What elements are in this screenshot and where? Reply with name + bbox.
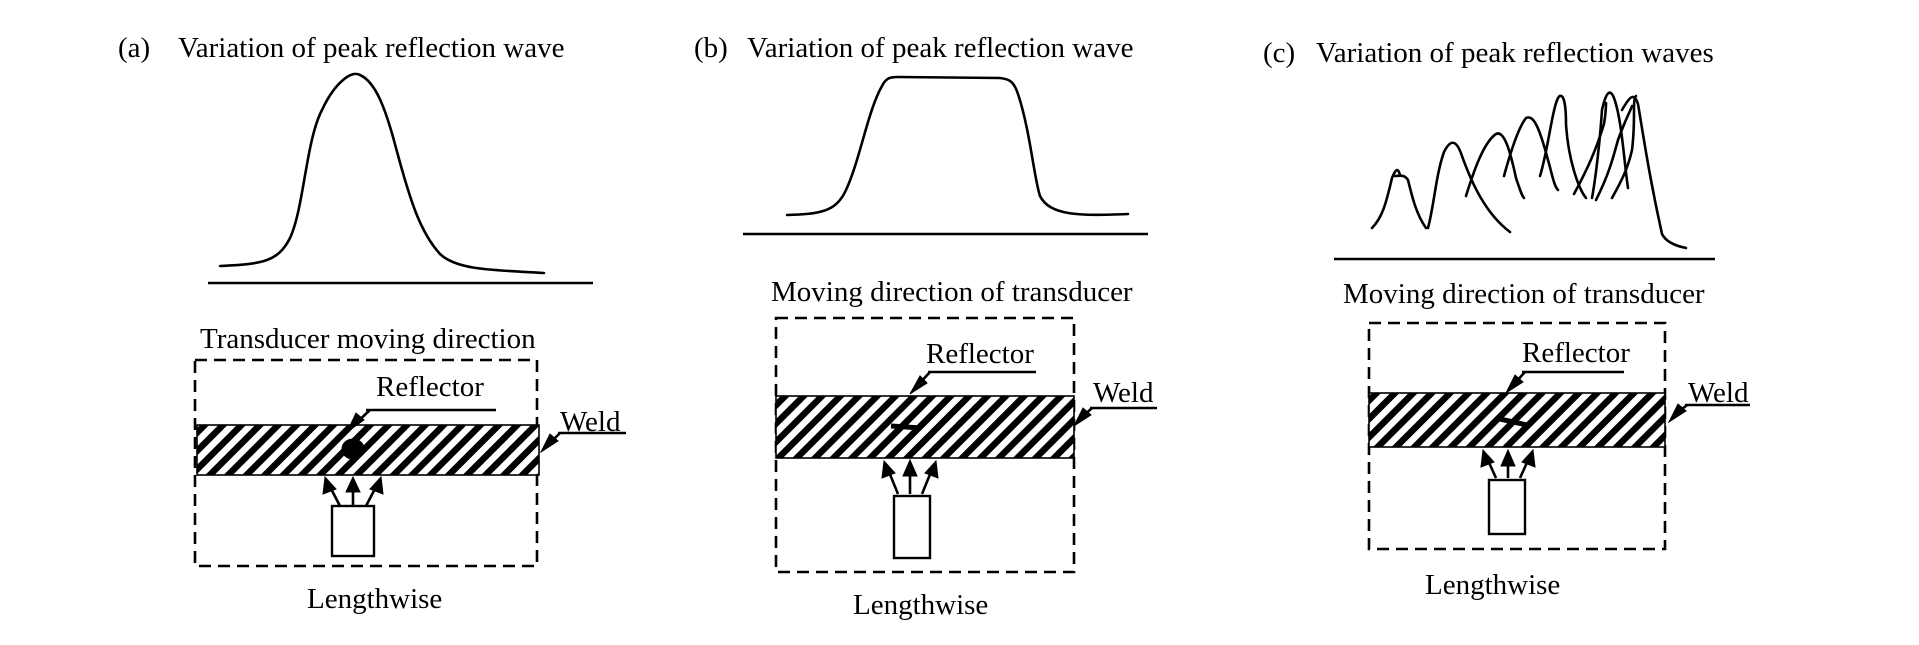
panel-b: (b) Variation of peak reflection wave Mo…	[694, 32, 1157, 621]
panel-c-direction-label: Moving direction of transducer	[1343, 278, 1705, 310]
panel-c-axis-label: Lengthwise	[1425, 569, 1560, 601]
panel-b-reflector-label: Reflector	[926, 338, 1034, 370]
panel-b-axis-label: Lengthwise	[853, 589, 988, 621]
panel-c-weld	[1368, 392, 1666, 448]
panel-a-waveform-single-peak	[218, 72, 546, 275]
panel-c-weld-label: Weld	[1688, 377, 1749, 409]
panel-c-caption: Variation of peak reflection waves	[1316, 37, 1714, 69]
panel-a-weld-arrowhead	[539, 433, 559, 454]
panel-b-beam-arrows	[881, 458, 939, 495]
panel-b-direction-label: Moving direction of transducer	[771, 276, 1133, 308]
panel-c-reflector-label: Reflector	[1522, 337, 1630, 369]
panel-c-reflector-arrowhead	[1504, 374, 1524, 395]
panel-a-direction-label: Transducer moving direction	[200, 323, 536, 355]
panel-a: (a) Variation of peak reflection wave Tr…	[118, 32, 626, 615]
panel-b-reflector-arrowhead	[909, 375, 928, 395]
panel-b-transducer	[892, 494, 932, 560]
panel-b-weld-arrowhead	[1072, 407, 1092, 428]
panel-a-tag: (a)	[118, 32, 150, 64]
panel-a-reflector-defect	[341, 438, 365, 460]
panel-c-transducer	[1487, 478, 1527, 536]
panel-b-waveform-flat-top	[785, 75, 1130, 217]
panel-c-beam-arrows	[1480, 448, 1536, 479]
panel-c-waveform-multi-peak	[1370, 91, 1688, 250]
panel-c: (c) Variation of peak reflection waves M…	[1263, 37, 1750, 601]
panel-a-caption: Variation of peak reflection wave	[178, 32, 565, 64]
panel-c-weld-arrowhead	[1667, 403, 1687, 424]
panel-b-caption: Variation of peak reflection wave	[747, 32, 1134, 64]
panel-a-reflector-label: Reflector	[376, 371, 484, 403]
panel-a-reflector-arrowhead	[345, 412, 365, 434]
panel-a-transducer	[330, 504, 376, 558]
panel-c-reflector-defect	[1499, 416, 1528, 428]
panel-b-tag: (b)	[694, 32, 728, 64]
panel-b-weld	[775, 395, 1075, 459]
panel-b-weld-label: Weld	[1093, 377, 1154, 409]
panel-a-beam-arrows	[322, 475, 384, 507]
panel-c-tag: (c)	[1263, 37, 1295, 69]
panel-b-reflector-defect	[890, 423, 922, 431]
panel-a-weld	[196, 424, 540, 476]
panel-a-axis-label: Lengthwise	[307, 583, 442, 615]
